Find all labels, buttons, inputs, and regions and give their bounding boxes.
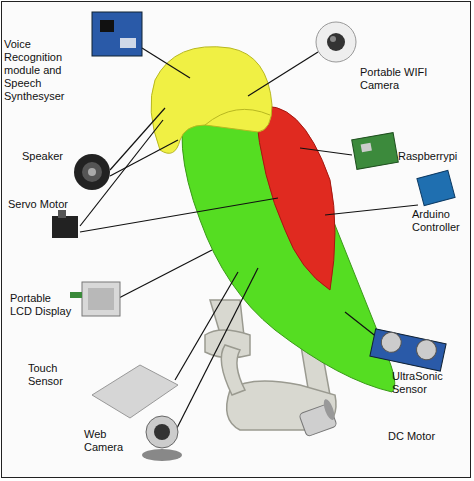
raspberrypi-icon [352, 133, 399, 170]
display-label: Portable LCD Display [10, 292, 72, 318]
camera-label: Portable WIFI Camera [360, 66, 440, 92]
parrot-head [151, 47, 272, 154]
motor-label: Servo Motor [8, 198, 88, 211]
wifi-camera-icon [316, 22, 356, 62]
speaker-icon [74, 154, 110, 190]
sensor-label: UltraSonic Sensor [392, 370, 468, 396]
lcd-icon [70, 282, 120, 316]
arduino-icon [417, 170, 455, 205]
module-label: Voice Recognition module and Speech Synt… [4, 38, 88, 103]
webcam-icon [142, 416, 182, 461]
touch-sensor-icon [92, 365, 178, 418]
dc-motor-icon [299, 398, 337, 437]
leader-lines [80, 48, 418, 432]
board-label: Raspberrypi [398, 150, 470, 163]
controller-label: Arduino Controller [412, 208, 470, 234]
servo-icon [52, 210, 78, 238]
parrot-wing [255, 106, 335, 290]
speaker-label: Speaker [22, 150, 74, 163]
motor-label: DC Motor [388, 430, 462, 443]
sensor-label: Touch Sensor [28, 362, 86, 388]
voice-module-icon [92, 12, 142, 56]
camera-label: Web Camera [84, 428, 140, 454]
ultrasonic-icon [370, 329, 446, 371]
